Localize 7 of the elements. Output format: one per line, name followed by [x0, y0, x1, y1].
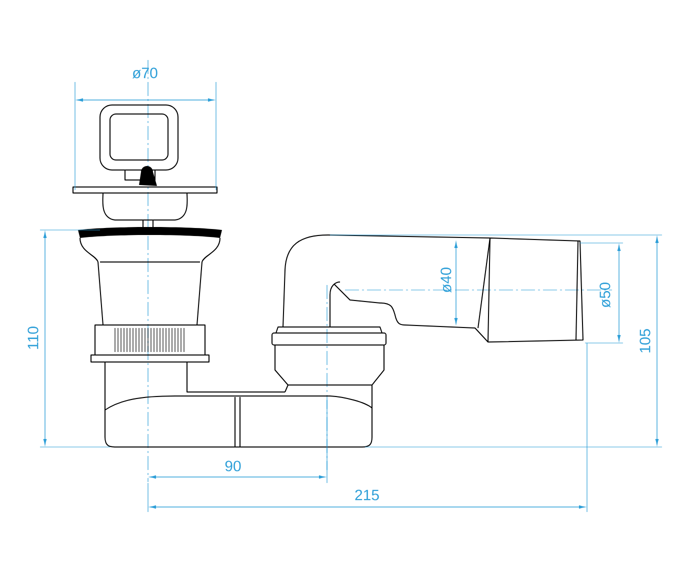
dimension-label: 110 — [28, 326, 38, 349]
dimension-label: 90 — [225, 460, 241, 472]
dimension-label: ø70 — [132, 68, 158, 78]
dimension-label: ø50 — [600, 282, 610, 308]
dimension-label: ø40 — [440, 268, 452, 293]
dimension-label: 215 — [355, 490, 379, 500]
dimension-label: 105 — [640, 329, 650, 352]
